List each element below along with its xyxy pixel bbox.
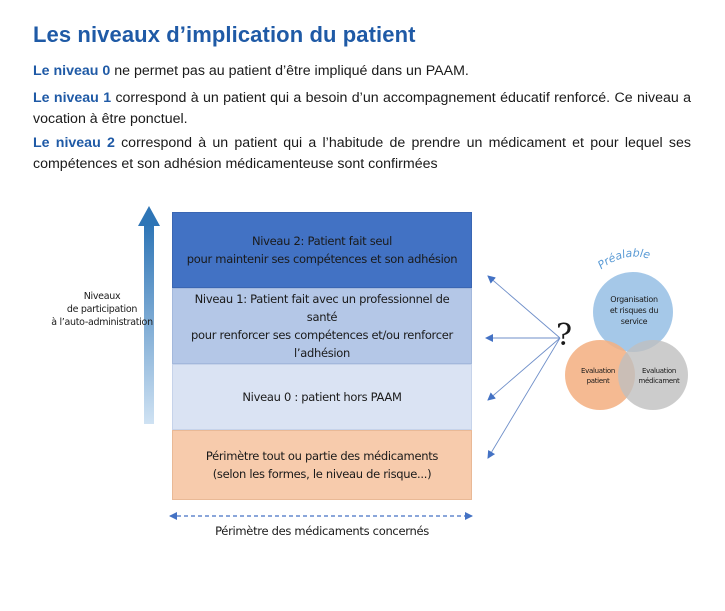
circle-evaluation-medicament: [618, 340, 688, 410]
perimetre-text: Périmètre tout ou partie des médicaments…: [205, 449, 439, 481]
organisation-label: Organisation et risques du service: [609, 295, 659, 326]
level-0-text: Niveau 0 : patient hors PAAM: [242, 390, 402, 404]
page-title: Les niveaux d’implication du patient: [33, 22, 416, 47]
level-1-box: Niveau 1: Patient fait avec un professio…: [172, 288, 472, 364]
paragraph-niveau-2: Le niveau 2 correspond à un patient qui …: [33, 133, 691, 175]
question-mark: ?: [556, 318, 573, 353]
pointer-arrows: [485, 275, 561, 459]
level-0-box: Niveau 0 : patient hors PAAM: [172, 364, 472, 430]
level-2-box: Niveau 2: Patient fait seul pour mainten…: [172, 212, 472, 288]
venn-diagram: Préalable: [565, 247, 688, 410]
level-2-text: Niveau 2: Patient fait seul pour mainten…: [186, 234, 458, 266]
paragraph-text: correspond à un patient qui a l’habitude…: [33, 135, 691, 172]
level-1-text: Niveau 1: Patient fait avec un professio…: [191, 292, 453, 360]
level-label: Le niveau 0: [33, 63, 111, 79]
participation-arrow: [138, 206, 160, 424]
perimetre-box: Périmètre tout ou partie des médicaments…: [172, 430, 472, 500]
participation-label: Niveaux de participation à l’auto-admini…: [51, 291, 153, 328]
paragraph-niveau-0: Le niveau 0 ne permet pas au patient d’ê…: [33, 61, 691, 82]
level-label: Le niveau 2: [33, 135, 115, 151]
arc-label-prealable: Préalable: [595, 247, 651, 272]
circle-organisation: [593, 272, 673, 352]
evaluation-patient-label: Evaluation patient: [581, 367, 615, 385]
level-label: Le niveau 1: [33, 90, 112, 106]
circle-evaluation-patient: [565, 340, 635, 410]
paragraph-text: correspond à un patient qui a besoin d’u…: [33, 90, 691, 127]
paragraph-niveau-1: Le niveau 1 correspond à un patient qui …: [33, 88, 691, 130]
evaluation-medicament-label: Evaluation médicament: [638, 367, 680, 385]
paragraph-text: ne permet pas au patient d’être impliqué…: [110, 63, 469, 79]
perimeter-label: Périmètre des médicaments concernés: [215, 524, 429, 538]
